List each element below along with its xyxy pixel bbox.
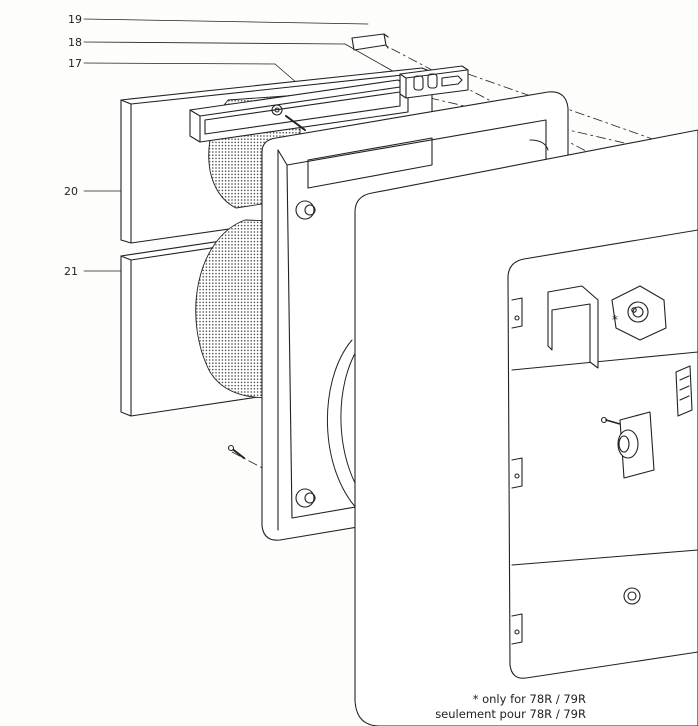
asterisk-marker: *	[612, 313, 618, 327]
callout-labels: 19 18 17 20 21 *	[64, 13, 618, 327]
top-bracket-17	[189, 79, 409, 143]
footnote-line-english: * only for 78R / 79R	[472, 692, 586, 706]
footnote: * only for 78R / 79R seulement pour 78R …	[435, 692, 586, 722]
callout-18: 18	[68, 36, 82, 49]
latch-18	[399, 65, 469, 99]
screw	[227, 444, 245, 459]
rear-cabinet	[354, 129, 698, 726]
plate-19	[351, 33, 389, 51]
footnote-line-french: seulement pour 78R / 79R	[435, 707, 586, 721]
callout-19: 19	[68, 13, 82, 26]
callout-20: 20	[64, 185, 78, 198]
callout-21: 21	[64, 265, 78, 278]
callout-17: 17	[68, 57, 82, 70]
